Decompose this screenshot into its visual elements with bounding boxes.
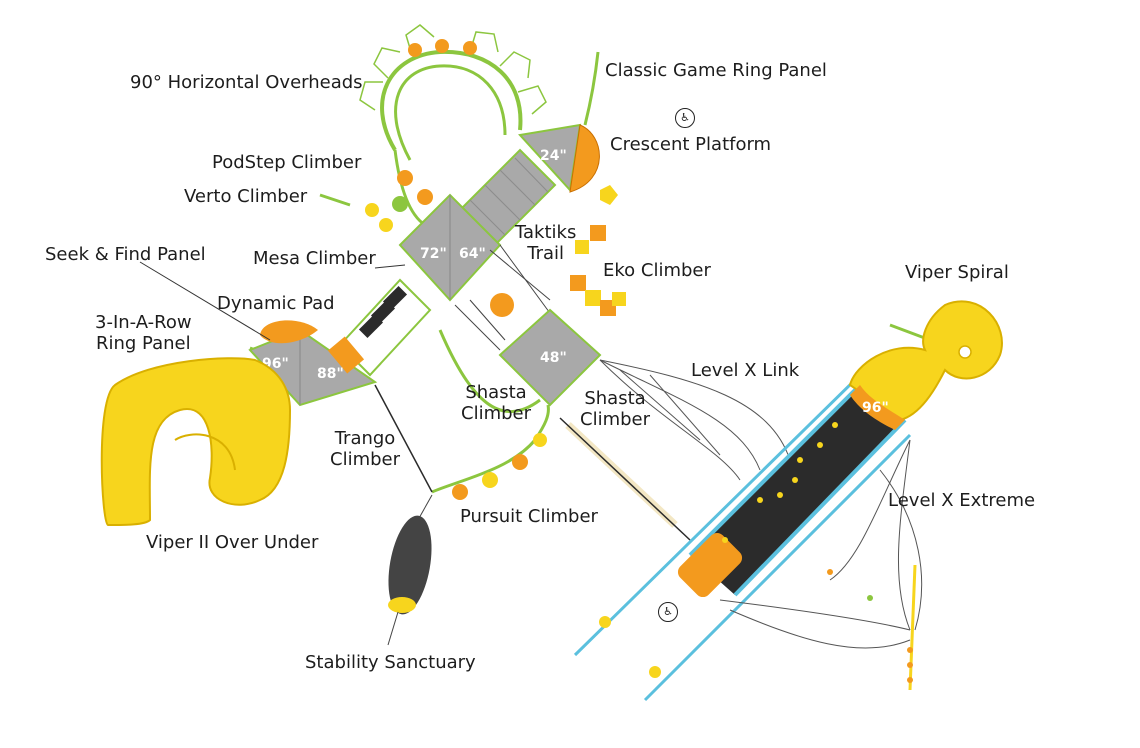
taktiks-trail: [454, 244, 556, 351]
stability-sanctuary: [387, 494, 433, 646]
label-seek-find-panel: Seek & Find Panel: [45, 244, 206, 265]
label-verto-climber: Verto Climber: [184, 186, 308, 207]
label-trango-climber-line1: Trango: [334, 428, 396, 449]
pursuit-climber: [452, 433, 547, 500]
label-mesa-climber: Mesa Climber: [253, 248, 376, 269]
label-classic-game-ring-panel: Classic Game Ring Panel: [605, 60, 827, 81]
podstep-climber: [365, 170, 433, 232]
level-x-link-net: [599, 359, 791, 481]
label-taktiks-trail-line1: Taktiks: [515, 222, 577, 243]
label-viper-ii-over-under: Viper II Over Under: [146, 532, 319, 553]
label-taktiks-trail-line2: Trail: [527, 243, 565, 264]
mesa-climber: [338, 278, 432, 377]
label-trango-climber-line2: Climber: [330, 449, 401, 470]
deck-48: 48": [540, 350, 567, 366]
wheelchair-icon: ♿: [675, 108, 695, 128]
deck-72: 72": [420, 246, 447, 262]
viper-spiral: [848, 300, 1003, 430]
label-level-x-extreme: Level X Extreme: [888, 490, 1036, 511]
label-level-x-link: Level X Link: [691, 360, 800, 381]
label-three-in-a-row-line2: Ring Panel: [95, 333, 191, 354]
label-viper-spiral: Viper Spiral: [905, 262, 1009, 283]
deck-24: 24": [540, 148, 567, 164]
deck-64: 64": [459, 246, 486, 262]
eko-climber: [570, 225, 626, 316]
label-trango-climber: Trango Climber: [330, 428, 400, 470]
label-taktiks-trail: Taktiks Trail: [515, 222, 576, 264]
label-shasta-climber-right-line2: Climber: [580, 409, 651, 430]
label-pursuit-climber: Pursuit Climber: [460, 506, 598, 527]
label-shasta-climber-left: Shasta Climber: [461, 382, 531, 424]
viper-ii-slide: [100, 357, 292, 527]
label-stability-sanctuary: Stability Sanctuary: [305, 652, 476, 673]
deck-88: 88": [317, 366, 344, 382]
label-podstep-climber: PodStep Climber: [212, 152, 362, 173]
deck-96-right: 96": [862, 400, 889, 416]
label-three-in-a-row: 3-In-A-Row Ring Panel: [95, 312, 192, 354]
label-horizontal-overheads: 90° Horizontal Overheads: [130, 72, 363, 93]
label-eko-climber: Eko Climber: [603, 260, 711, 281]
label-three-in-a-row-line1: 3-In-A-Row: [95, 312, 192, 333]
label-crescent-platform: Crescent Platform: [610, 134, 772, 155]
label-shasta-climber-left-line1: Shasta: [465, 382, 527, 403]
label-shasta-climber-right-line1: Shasta: [584, 388, 646, 409]
level-x-extreme-tower: [573, 373, 912, 702]
level-x-extreme-net: [719, 439, 923, 649]
wheelchair-icon: ♿: [658, 602, 678, 622]
label-shasta-climber-right: Shasta Climber: [580, 388, 650, 430]
label-dynamic-pad: Dynamic Pad: [217, 293, 335, 314]
horizontal-overheads: [359, 24, 547, 161]
label-shasta-climber-left-line2: Climber: [461, 403, 532, 424]
